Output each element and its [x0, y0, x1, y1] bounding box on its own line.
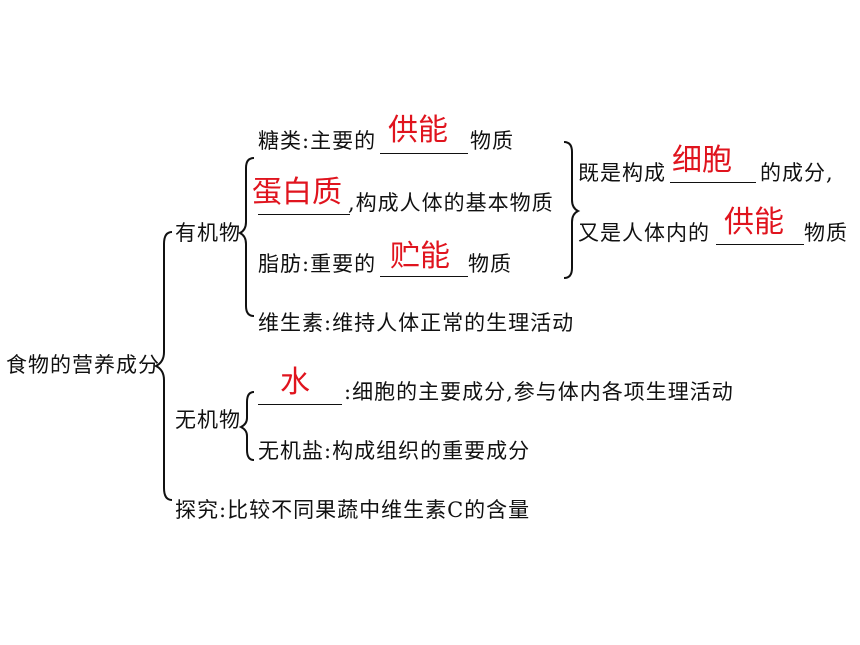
root-label: 食物的营养成分	[6, 353, 160, 377]
note-line1-prefix: 既是构成	[578, 161, 666, 185]
sugar-blank	[380, 153, 468, 154]
main-brace	[153, 231, 173, 501]
explore-text: 探究:比较不同果蔬中维生素C的含量	[175, 498, 531, 522]
vitamin-text: 维生素:维持人体正常的生理活动	[258, 311, 575, 335]
fat-suffix: 物质	[468, 252, 512, 276]
sugar-suffix: 物质	[470, 129, 514, 153]
protein-suffix: ,构成人体的基本物质	[348, 191, 554, 215]
water-blank	[258, 404, 342, 405]
protein-blank	[258, 214, 350, 215]
fat-answer: 贮能	[390, 239, 450, 274]
note-line2-blank	[716, 244, 804, 245]
inorganic-brace	[238, 391, 255, 461]
protein-answer: 蛋白质	[252, 175, 342, 210]
sugar-prefix: 糖类:主要的	[258, 129, 377, 153]
note-line2-suffix: 物质	[804, 221, 848, 245]
fat-prefix: 脂肪:重要的	[258, 252, 377, 276]
sugar-answer: 供能	[388, 113, 448, 148]
water-suffix: :细胞的主要成分,参与体内各项生理活动	[344, 380, 734, 404]
note-line1-suffix: 的成分,	[760, 161, 834, 185]
fat-blank	[380, 276, 468, 277]
salt-text: 无机盐:构成组织的重要成分	[258, 439, 531, 463]
inorganic-label: 无机物	[175, 408, 241, 432]
water-answer: 水	[280, 365, 310, 400]
note-line1-blank	[670, 182, 756, 183]
note-line1-answer: 细胞	[672, 143, 732, 178]
note-brace	[563, 141, 581, 279]
note-line2-answer: 供能	[724, 205, 784, 240]
note-line2-prefix: 又是人体内的	[578, 221, 710, 245]
organic-brace	[237, 157, 255, 317]
organic-label: 有机物	[175, 221, 241, 245]
